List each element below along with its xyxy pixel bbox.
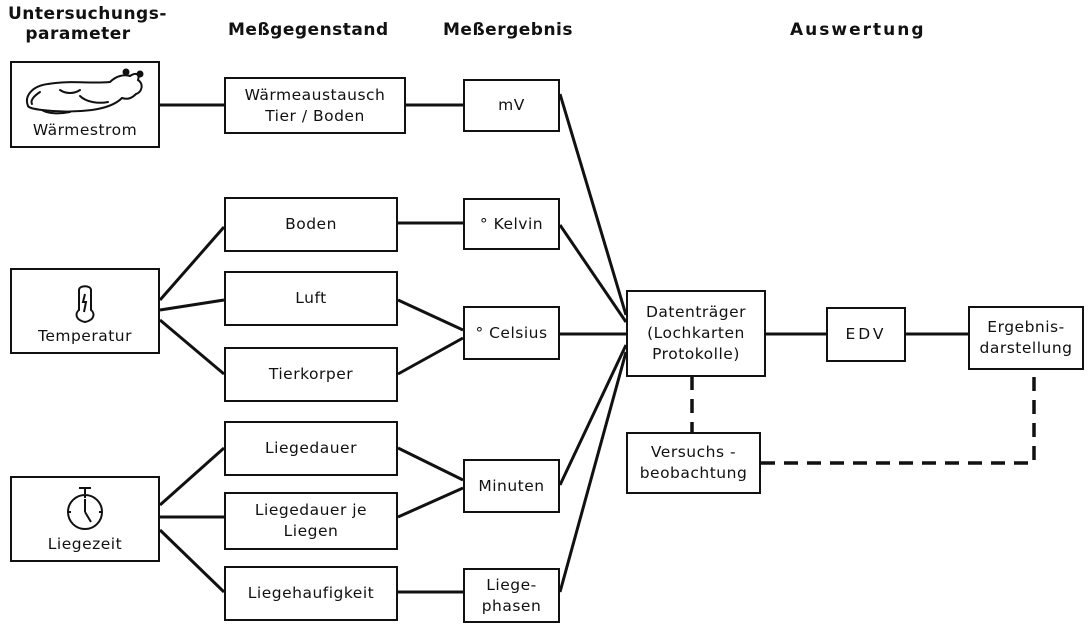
result-minuten: Minuten xyxy=(463,459,560,513)
result-celsius: ° Celsius xyxy=(463,306,560,360)
header-messgegenstand: Meßgegenstand xyxy=(228,20,389,40)
obj-liegehaeufigkeit: Liegehaufigkeit xyxy=(224,566,398,621)
eval-versuchsbeobachtung-label: Versuchs - beobachtung xyxy=(639,443,748,482)
obj-liegedauer-je-liegen-label: Liegedauer je Liegen xyxy=(254,501,368,540)
header-untersuchungsparameter: Untersuchungs- parameter xyxy=(8,4,167,44)
result-liegephasen: Liege- phasen xyxy=(463,568,560,623)
param-liegezeit: Liegezeit xyxy=(10,476,160,562)
stopwatch-icon xyxy=(67,487,103,530)
eval-edv: EDV xyxy=(826,307,906,362)
param-temperatur-label: Temperatur xyxy=(38,327,132,345)
result-liegephasen-label: Liege- phasen xyxy=(481,575,542,615)
obj-waermeaustausch-label: Wärmeaustausch Tier / Boden xyxy=(244,85,386,125)
obj-waermeaustausch: Wärmeaustausch Tier / Boden xyxy=(224,77,406,134)
header-auswertung: Auswertung xyxy=(790,20,926,40)
param-temperatur: Temperatur xyxy=(10,268,160,354)
obj-boden-label: Boden xyxy=(285,215,337,233)
obj-liegedauer: Liegedauer xyxy=(224,421,398,476)
obj-boden: Boden xyxy=(224,197,398,252)
header-messergebnis: Meßergebnis xyxy=(443,20,574,40)
eval-versuchsbeobachtung: Versuchs - beobachtung xyxy=(626,432,761,494)
obj-liegedauer-label: Liegedauer xyxy=(265,439,357,457)
thermometer-icon xyxy=(75,285,95,324)
obj-liegedauer-je-liegen: Liegedauer je Liegen xyxy=(224,492,398,550)
result-minuten-label: Minuten xyxy=(478,476,545,495)
obj-tierkoerper-label: Tierkorper xyxy=(268,365,354,383)
obj-luft: Luft xyxy=(224,271,398,326)
eval-ergebnisdarstellung-label: Ergebnis- darstellung xyxy=(979,318,1073,357)
result-mv: mV xyxy=(463,79,560,132)
eval-edv-label: EDV xyxy=(845,325,887,343)
param-waermestrom: Wärmestrom xyxy=(10,61,160,148)
obj-luft-label: Luft xyxy=(295,289,327,307)
param-liegezeit-label: Liegezeit xyxy=(47,535,123,553)
result-mv-label: mV xyxy=(498,96,525,114)
result-celsius-label: ° Celsius xyxy=(475,323,548,342)
result-kelvin: ° Kelvin xyxy=(463,198,560,250)
eval-ergebnisdarstellung: Ergebnis- darstellung xyxy=(968,306,1084,370)
result-kelvin-label: ° Kelvin xyxy=(479,214,544,233)
eval-datentraeger-label: Datenträger (Lochkarten Protokolle) xyxy=(645,303,747,363)
cow-icon xyxy=(26,68,144,115)
obj-tierkoerper: Tierkorper xyxy=(224,347,398,402)
eval-datentraeger: Datenträger (Lochkarten Protokolle) xyxy=(626,290,766,377)
param-waermestrom-label: Wärmestrom xyxy=(32,121,138,139)
obj-liegehaeufigkeit-label: Liegehaufigkeit xyxy=(247,584,375,602)
